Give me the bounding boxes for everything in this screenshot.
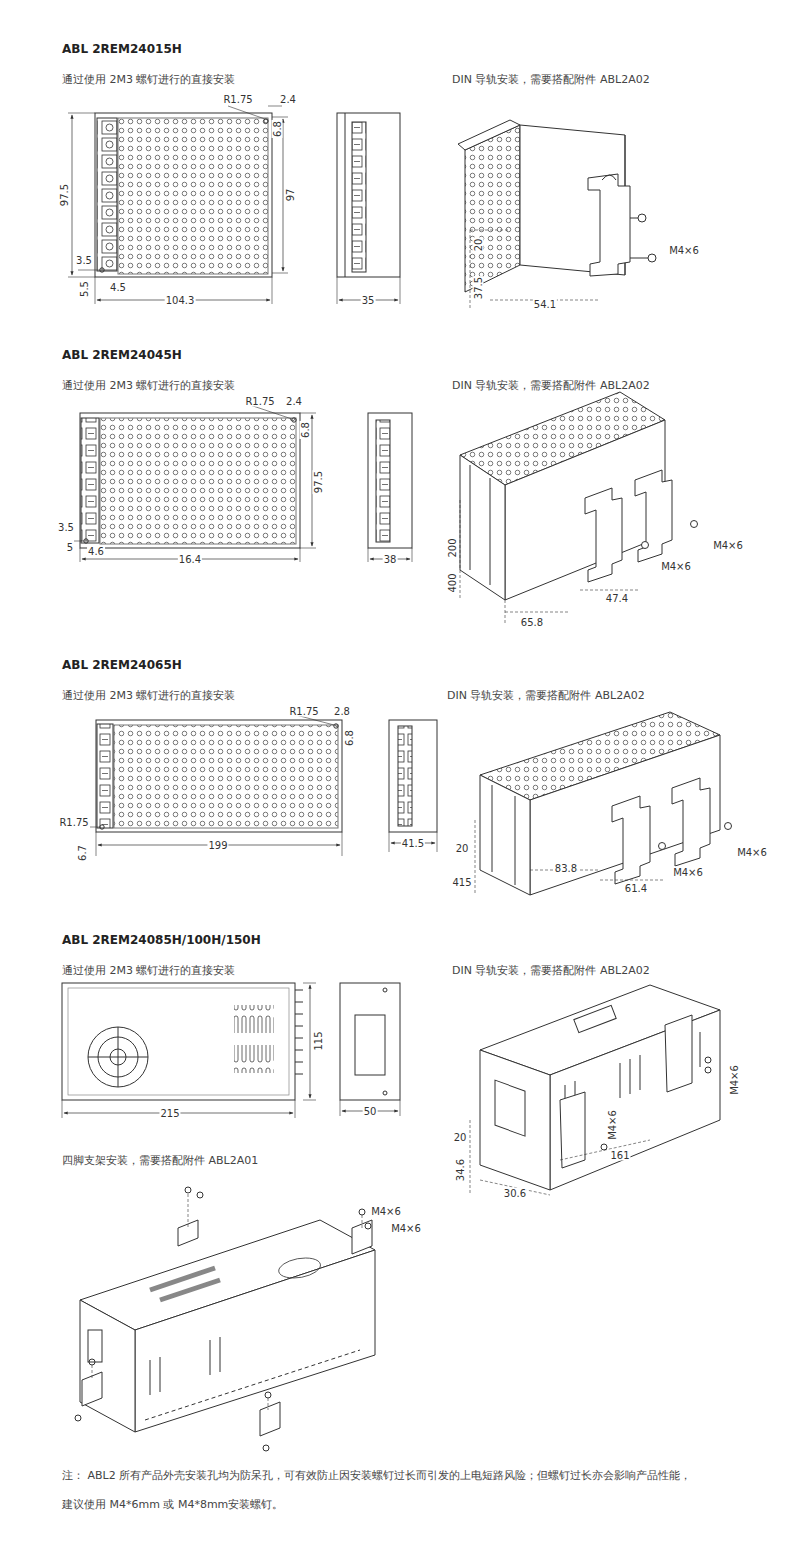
bracket-mount bbox=[75, 1187, 375, 1451]
dimension-label: R1.75 bbox=[288, 706, 319, 717]
dimension-label: 2.4 bbox=[285, 396, 303, 407]
dimension-label: R1.75 bbox=[244, 396, 275, 407]
section-title: ABL 2REM24065H bbox=[62, 658, 182, 672]
dimension-label: 54.1 bbox=[533, 299, 557, 310]
caption-text: 注： ABL2 所有产品外壳安装孔均为防呆孔，可有效防止因安装螺钉过长而引发的上… bbox=[62, 1468, 691, 1483]
dimension-label: 16.4 bbox=[178, 554, 202, 565]
dimension-label: 4.5 bbox=[109, 282, 127, 293]
dimension-label: 4.6 bbox=[87, 546, 105, 557]
dimension-label: M4×6 bbox=[607, 1109, 618, 1141]
dimension-label: 200 bbox=[447, 537, 458, 558]
dimension-label: M4×6 bbox=[660, 561, 692, 572]
dimension-label: 47.4 bbox=[605, 593, 629, 604]
dimension-label: 20 bbox=[473, 238, 484, 253]
section-title: ABL 2REM24085H/100H/150H bbox=[62, 933, 261, 947]
caption-text: 通过使用 2M3 螺钉进行的直接安装 bbox=[62, 688, 235, 703]
dimension-label: 50 bbox=[363, 1106, 378, 1117]
dimension-label: 38 bbox=[383, 554, 398, 565]
caption-text: 建议使用 M4*6mm 或 M4*8mm安装螺钉。 bbox=[62, 1497, 283, 1512]
dimension-label: 104.3 bbox=[165, 295, 196, 306]
dimension-label: 97 bbox=[285, 188, 296, 203]
section-title: ABL 2REM24045H bbox=[62, 348, 182, 362]
caption-text: 通过使用 2M3 螺钉进行的直接安装 bbox=[62, 378, 235, 393]
caption-text: 通过使用 2M3 螺钉进行的直接安装 bbox=[62, 963, 235, 978]
dimension-label: M4×6 bbox=[736, 847, 768, 858]
dimension-label: 5.5 bbox=[79, 280, 90, 298]
dimension-label: 20 bbox=[455, 843, 470, 854]
dimension-label: 34.6 bbox=[455, 1158, 466, 1182]
dimension-label: R1.75 bbox=[58, 817, 89, 828]
dimension-label: 6.8 bbox=[344, 729, 355, 747]
dimension-label: 65.8 bbox=[520, 617, 544, 628]
section-title: ABL 2REM24015H bbox=[62, 42, 182, 56]
dimension-label: 30.6 bbox=[503, 1188, 527, 1199]
dimension-label: 97.5 bbox=[313, 470, 324, 494]
dimension-label: 41.5 bbox=[401, 838, 425, 849]
section-2 bbox=[74, 392, 698, 625]
dimension-label: 215 bbox=[159, 1108, 180, 1119]
dimension-label: 2.8 bbox=[333, 706, 351, 717]
dimension-label: 97.5 bbox=[59, 183, 70, 207]
caption-text: DIN 导轨安装，需要搭配附件 ABL2A02 bbox=[447, 688, 645, 703]
dimension-label: M4×6 bbox=[668, 245, 700, 256]
section-1 bbox=[68, 106, 656, 310]
dimension-label: 6.8 bbox=[300, 421, 311, 439]
dimension-label: 161 bbox=[609, 1150, 630, 1161]
dimension-label: 415 bbox=[451, 877, 472, 888]
section-4 bbox=[62, 983, 720, 1195]
dimension-label: 6.8 bbox=[272, 120, 283, 138]
dimension-label: 400 bbox=[447, 572, 458, 593]
dimension-label: 115 bbox=[313, 1030, 324, 1051]
section-3 bbox=[90, 712, 732, 895]
dimension-label: M4×6 bbox=[672, 867, 704, 878]
caption-text: DIN 导轨安装，需要搭配附件 ABL2A02 bbox=[452, 378, 650, 393]
dimension-label: 199 bbox=[207, 840, 228, 851]
dimension-label: R1.75 bbox=[222, 94, 253, 105]
dimension-label: 2.4 bbox=[279, 94, 297, 105]
caption-text: DIN 导轨安装，需要搭配附件 ABL2A02 bbox=[452, 963, 650, 978]
caption-text: 四脚支架安装，需要搭配附件 ABL2A01 bbox=[62, 1153, 258, 1168]
dimension-label: M4×6 bbox=[729, 1064, 740, 1096]
dimension-label: 35 bbox=[361, 295, 376, 306]
dimension-label: M4×6 bbox=[390, 1223, 422, 1234]
dimension-label: M4×6 bbox=[712, 540, 744, 551]
dimension-label: 20 bbox=[453, 1132, 468, 1143]
dimension-label: 3.5 bbox=[75, 255, 93, 266]
caption-text: 通过使用 2M3 螺钉进行的直接安装 bbox=[62, 72, 235, 87]
dimension-label: M4×6 bbox=[370, 1206, 402, 1217]
dimension-label: 6.7 bbox=[77, 844, 88, 862]
dimension-label: 83.8 bbox=[554, 863, 578, 874]
caption-text: DIN 导轨安装，需要搭配附件 ABL2A02 bbox=[452, 72, 650, 87]
dimension-label: 5 bbox=[66, 542, 74, 553]
dimension-label: 37.5 bbox=[473, 276, 484, 300]
dimension-label: 61.4 bbox=[624, 883, 648, 894]
dimension-label: 3.5 bbox=[57, 522, 75, 533]
